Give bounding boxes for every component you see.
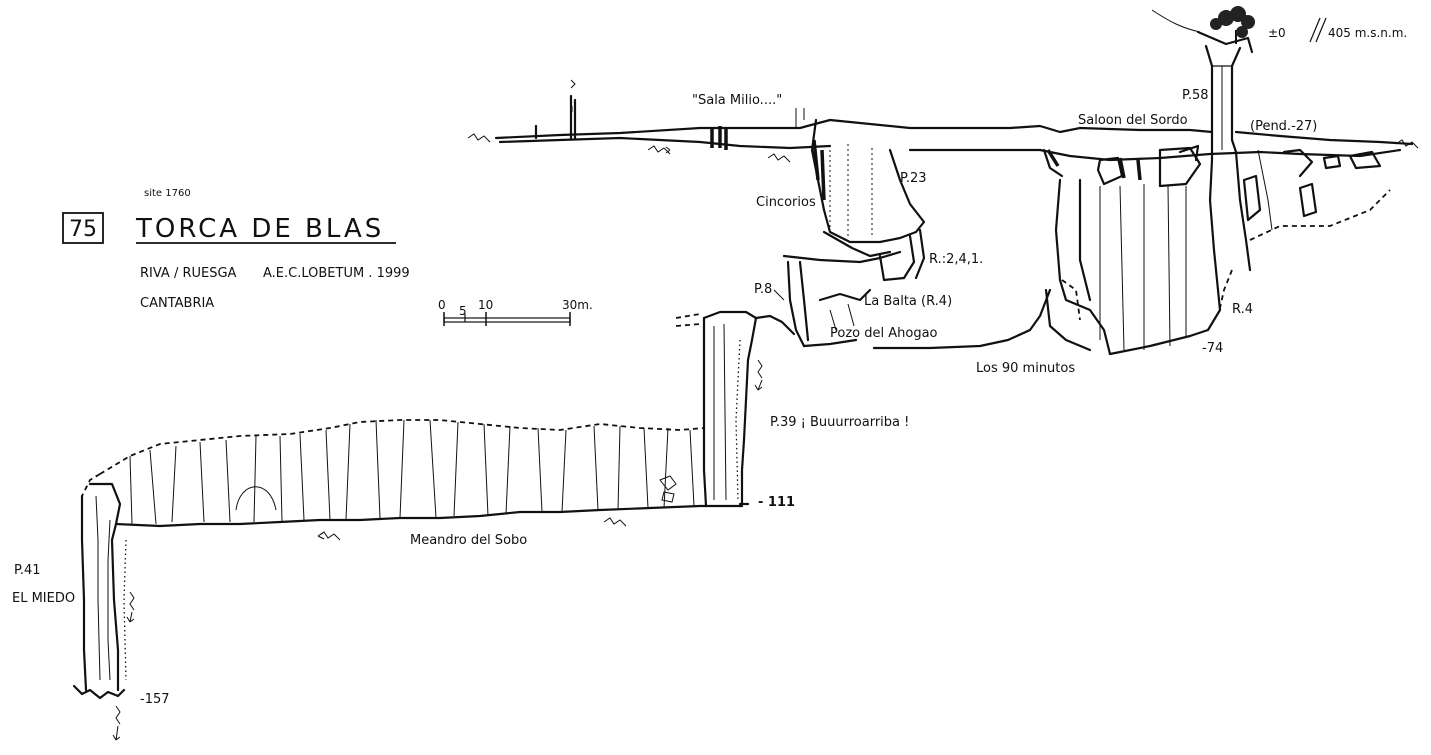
scale-tick-5: 5 — [459, 304, 467, 318]
p58-shaft-left — [1204, 44, 1214, 162]
label-depth-157: -157 — [140, 692, 170, 707]
p41-shaft — [72, 473, 135, 741]
scale-tick-10: 10 — [478, 298, 493, 312]
cincorios-section — [810, 118, 926, 282]
label-la-balta: La Balta (R.4) — [864, 294, 952, 309]
altitude-msnm: 405 m.s.n.m. — [1328, 26, 1407, 40]
region-text: CANTABRIA — [140, 296, 214, 311]
label-saloon-del-sordo: Saloon del Sordo — [1078, 113, 1188, 128]
altitude-slash-icon — [1309, 17, 1327, 43]
label-los-90-minutos: Los 90 minutos — [976, 361, 1075, 376]
label-depth-74: -74 — [1202, 341, 1223, 356]
label-p23: P.23 — [900, 171, 927, 186]
upper-gallery — [467, 79, 1419, 188]
location-text: RIVA / RUESGA — [140, 266, 237, 281]
header-block: site 1760 75 TORCA DE BLAS RIVA / RUESGA… — [62, 188, 410, 311]
entrance-area: ±0 405 m.s.n.m. — [1151, 6, 1407, 162]
label-el-miedo: EL MIEDO — [12, 591, 75, 606]
scale-tick-0: 0 — [438, 298, 446, 312]
cave-title: TORCA DE BLAS — [135, 214, 384, 244]
label-depth-111: - 111 — [758, 495, 795, 510]
label-pozo-del-ahogao: Pozo del Ahogao — [830, 326, 938, 341]
saloon-shafts — [872, 149, 1391, 356]
p39-shaft — [702, 310, 763, 508]
label-r241: R.:2,4,1. — [929, 252, 983, 267]
cave-number: 75 — [69, 217, 97, 242]
authors-text: A.E.C.LOBETUM . 1999 — [263, 266, 410, 281]
scale-bar: 0 5 10 30m. — [438, 298, 593, 326]
label-p8: P.8 — [754, 282, 772, 297]
meandro-gallery — [99, 419, 750, 541]
label-r4: R.4 — [1232, 302, 1253, 317]
scale-tick-30: 30m. — [562, 298, 593, 312]
survey-labels: "Sala Milio...." P.58 Saloon del Sordo (… — [12, 88, 1317, 707]
label-p58: P.58 — [1182, 88, 1209, 103]
label-sala-milio: "Sala Milio...." — [692, 93, 782, 108]
site-id: site 1760 — [144, 188, 191, 199]
altitude-zero: ±0 — [1268, 26, 1286, 40]
scale-bar-rect — [443, 317, 571, 323]
cave-number-box — [62, 212, 104, 244]
balta-section — [675, 250, 902, 348]
tree-icon — [1151, 6, 1255, 54]
label-cincorios: Cincorios — [756, 195, 816, 210]
label-pend: (Pend.-27) — [1250, 119, 1317, 134]
label-meandro-del-sobo: Meandro del Sobo — [410, 533, 527, 548]
label-p41: P.41 — [14, 563, 41, 578]
p58-shaft-right — [1230, 46, 1242, 154]
label-p39: P.39 ¡ Buuurroarriba ! — [770, 415, 909, 430]
